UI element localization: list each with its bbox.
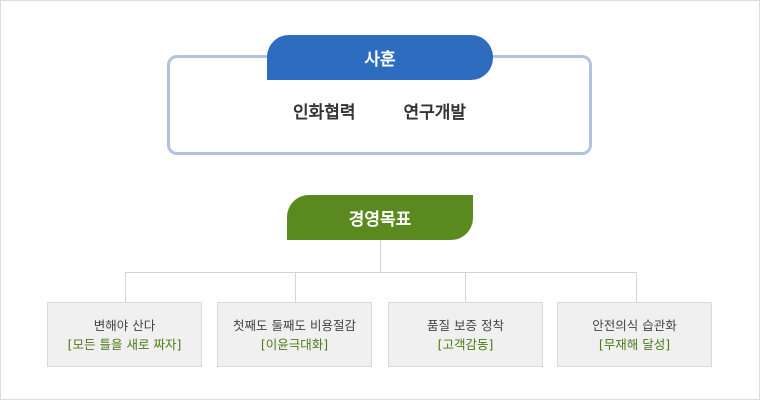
motto-items: 인화협력 연구개발 [167,98,592,126]
goal-subtitle: [이윤극대화] [260,336,329,352]
goal-title: 품질 보증 정착 [427,317,504,333]
connector-bar [125,272,637,273]
goal-card-quality: 품질 보증 정착 [고객감동] [388,302,543,367]
connector-drop-1 [125,272,126,302]
goal-title: 변해야 산다 [93,317,156,333]
goal-card-safety: 안전의식 습관화 [무재해 달성] [557,302,712,367]
goal-title: 첫째도 둘째도 비용절감 [233,317,356,333]
motto-title: 사훈 [267,35,493,80]
goal-subtitle: [모든 틀을 새로 짜자] [67,336,182,352]
connector-trunk [380,240,381,272]
motto-item-harmony: 인화협력 [292,103,356,123]
goal-title: 안전의식 습관화 [592,317,677,333]
goal-card-cost: 첫째도 둘째도 비용절감 [이윤극대화] [217,302,372,367]
goal-subtitle: [무재해 달성] [598,336,671,352]
motto-item-research: 연구개발 [403,103,467,123]
connector-drop-4 [636,272,637,302]
connector-drop-2 [295,272,296,302]
goal-subtitle: [고객감동] [437,336,494,352]
goals-title: 경영목표 [287,195,473,240]
goal-card-change: 변해야 산다 [모든 틀을 새로 짜자] [47,302,202,367]
connector-drop-3 [465,272,466,302]
